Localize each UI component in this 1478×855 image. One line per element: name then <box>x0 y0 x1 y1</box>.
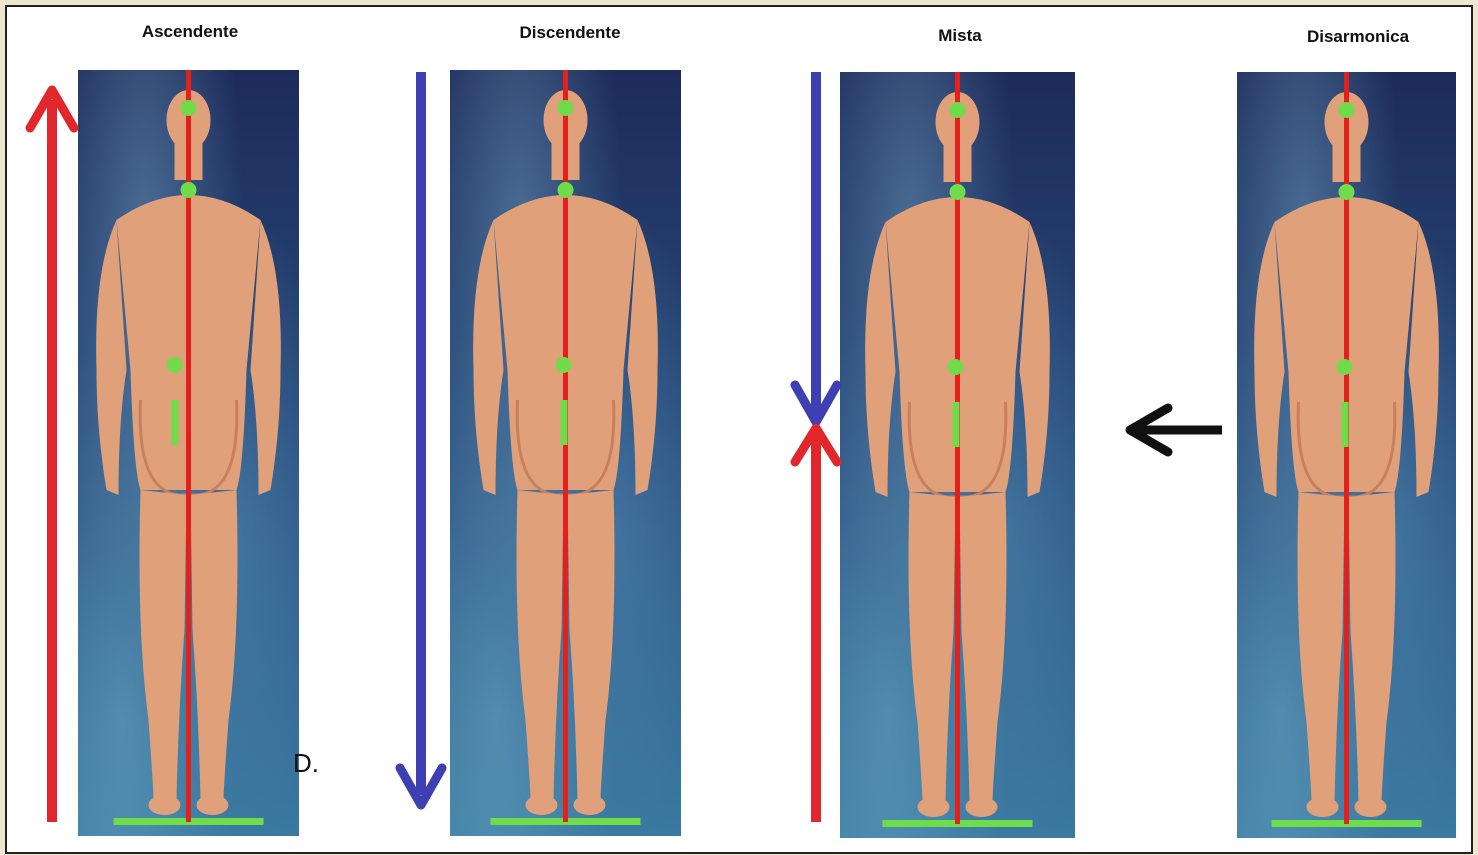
left-pointer-arrow-icon <box>1130 408 1222 452</box>
downward-arrow-icon <box>400 72 442 805</box>
upward-arrow-icon <box>30 90 74 822</box>
converging-arrows-icon <box>795 72 837 822</box>
